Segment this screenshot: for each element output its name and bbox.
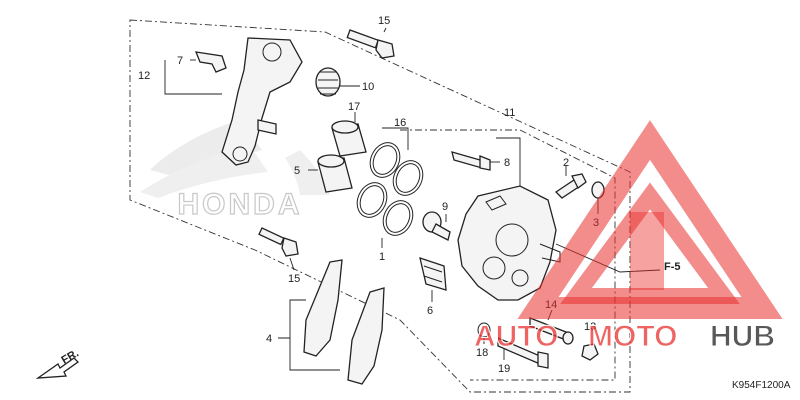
- part-label-18: 18: [476, 347, 488, 359]
- part-label-12: 12: [138, 70, 150, 82]
- diagram-code: K954F1200A: [732, 380, 791, 391]
- pin-bolt: [497, 337, 549, 369]
- brake-pad-front: [303, 259, 343, 357]
- svg-text:HUB: HUB: [710, 320, 775, 353]
- pad-clip: [194, 51, 227, 73]
- part-label-15-top: 15: [378, 15, 390, 27]
- rubber-boot: [315, 67, 341, 97]
- part-label-5: 5: [294, 165, 300, 177]
- part-label-1: 1: [379, 251, 385, 263]
- bolt-lower: [258, 227, 299, 257]
- part-label-16: 16: [394, 117, 406, 129]
- leader-lines: [164, 27, 661, 371]
- pin-boot: [422, 211, 451, 241]
- part-label-4: 4: [266, 333, 272, 345]
- bleeder-valve: [554, 173, 587, 199]
- svg-text:MOTO: MOTO: [588, 320, 677, 353]
- part-label-19: 19: [498, 363, 510, 375]
- svg-text:AUTO: AUTO: [474, 320, 558, 353]
- caliper-bracket: [221, 37, 303, 166]
- pad-spring: [419, 257, 447, 291]
- washer: [477, 322, 491, 338]
- brake-pad-rear: [347, 287, 385, 385]
- plug-nut: [581, 343, 599, 361]
- piston-upper: [331, 120, 367, 157]
- reference-label: F-5: [664, 261, 681, 273]
- part-label-9: 9: [442, 201, 448, 213]
- part-label-10: 10: [362, 81, 374, 93]
- bolt-top: [346, 29, 395, 59]
- piston-lower: [317, 154, 353, 193]
- honda-watermark-text: HONDA: [178, 188, 303, 221]
- part-label-7: 7: [177, 55, 183, 67]
- automotohub-logo: [517, 120, 783, 319]
- automotohub-wordmark: AUTO MOTO HUB: [474, 320, 776, 354]
- part-label-15-lower: 15: [288, 273, 300, 285]
- pad-pin: [529, 317, 574, 345]
- slide-pin: [451, 151, 491, 171]
- front-direction-label: FR.: [60, 347, 81, 366]
- part-label-13: 13: [584, 321, 596, 333]
- assembly-boundary: [129, 19, 631, 393]
- part-label-17: 17: [348, 101, 360, 113]
- part-label-6: 6: [427, 305, 433, 317]
- piston-seals: [356, 142, 424, 236]
- front-direction-arrow: FR.: [35, 347, 81, 379]
- part-label-11: 11: [504, 107, 515, 119]
- part-label-8: 8: [504, 157, 510, 169]
- part-label-2: 2: [563, 157, 569, 169]
- caliper-body: [457, 185, 561, 301]
